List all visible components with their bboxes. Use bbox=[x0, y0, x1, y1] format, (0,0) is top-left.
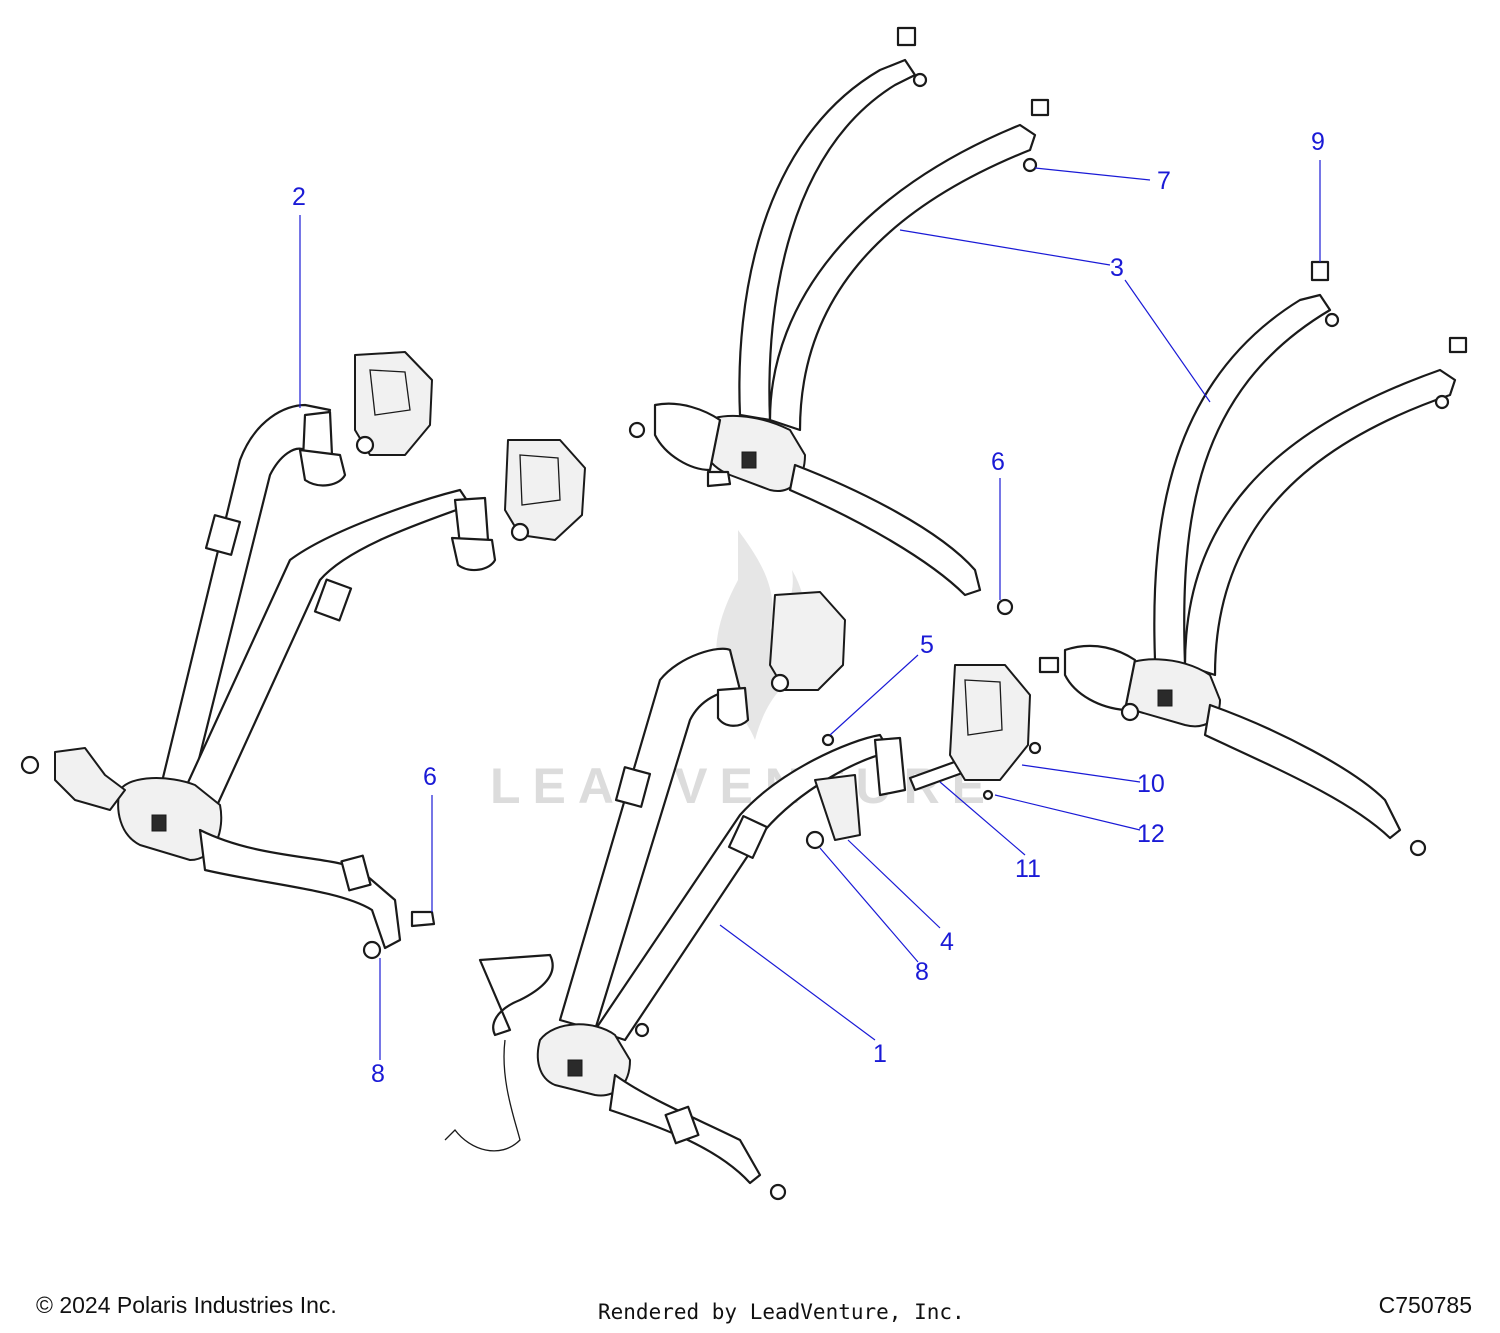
callout-1: 1 bbox=[873, 1040, 887, 1068]
diagram-id: C750785 bbox=[1378, 1292, 1472, 1318]
callout-6-left: 6 bbox=[423, 763, 437, 791]
leader-lines bbox=[299, 160, 1321, 1060]
callout-5: 5 bbox=[920, 631, 934, 659]
callout-2: 2 bbox=[292, 183, 306, 211]
callout-4: 4 bbox=[940, 928, 954, 956]
belt-assembly-1 bbox=[444, 591, 1042, 1201]
callout-3: 3 bbox=[1110, 254, 1124, 282]
callout-10: 10 bbox=[1137, 770, 1165, 798]
callout-11: 11 bbox=[1015, 855, 1041, 883]
callout-labels: 1 2 3 4 5 6 6 7 8 8 9 10 11 12 bbox=[292, 128, 1325, 1088]
callout-12: 12 bbox=[1137, 820, 1165, 848]
copyright-text: © 2024 Polaris Industries Inc. bbox=[36, 1292, 337, 1318]
callout-8-center: 8 bbox=[915, 958, 929, 986]
belt-assembly-2 bbox=[20, 351, 586, 960]
belt-assembly-3-lower bbox=[1038, 260, 1468, 857]
rendered-by-text: Rendered by LeadVenture, Inc. bbox=[598, 1300, 965, 1324]
watermark: LEADVENTURE bbox=[490, 530, 985, 814]
callout-8-left: 8 bbox=[371, 1060, 385, 1088]
callout-6-upper: 6 bbox=[991, 448, 1005, 476]
callout-9: 9 bbox=[1311, 128, 1325, 156]
callout-7: 7 bbox=[1157, 167, 1171, 195]
belt-assembly-3-upper bbox=[628, 26, 1050, 616]
